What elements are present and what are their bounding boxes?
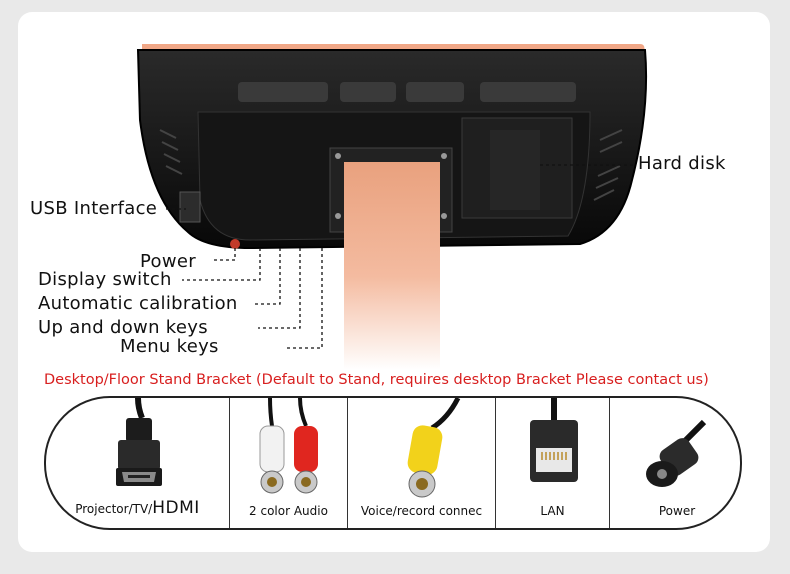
port-hdmi: Projector/TV/HDMI	[46, 398, 230, 528]
hdmi-caption: Projector/TV/HDMI	[46, 498, 229, 518]
menu-keys-label: Menu keys	[120, 336, 219, 357]
usb-interface-label: USB Interface	[30, 198, 158, 219]
rca-voice-icon	[407, 398, 461, 498]
dc-power-icon	[646, 419, 707, 487]
stand-bracket	[344, 162, 440, 370]
voice-caption: Voice/record connec	[360, 504, 483, 518]
lan-jack-icon	[530, 398, 578, 482]
port-power: Power	[610, 398, 740, 528]
up-down-keys-label: Up and down keys	[38, 317, 208, 338]
lan-caption: LAN	[540, 504, 565, 518]
power-caption: Power	[658, 504, 696, 518]
side-vents-right	[593, 129, 623, 201]
side-vents-left	[159, 129, 183, 175]
rca-audio-icon	[259, 398, 318, 494]
leader-lines	[166, 164, 636, 349]
hdmi-cable-icon	[116, 398, 162, 486]
hdmi-caption-brand: HDMI	[152, 498, 200, 518]
bracket-note: Desktop/Floor Stand Bracket (Default to …	[44, 372, 709, 388]
hard-disk-label: Hard disk	[638, 153, 726, 174]
audio-caption: 2 color Audio	[249, 504, 328, 518]
usb-port-block	[179, 191, 201, 223]
port-audio: 2 color Audio	[230, 398, 348, 528]
power-button	[230, 239, 240, 249]
automatic-calibration-label: Automatic calibration	[38, 293, 238, 314]
hard-disk-grill	[490, 130, 540, 210]
port-voice: Voice/record connec	[348, 398, 496, 528]
port-lan: LAN	[496, 398, 610, 528]
hdmi-caption-prefix: Projector/TV/	[75, 502, 153, 516]
ports-strip: Projector/TV/HDMI 2 color Audio Voice/re…	[44, 396, 742, 530]
top-vents	[238, 82, 576, 102]
power-label: Power	[140, 251, 196, 272]
display-switch-label: Display switch	[38, 269, 172, 290]
